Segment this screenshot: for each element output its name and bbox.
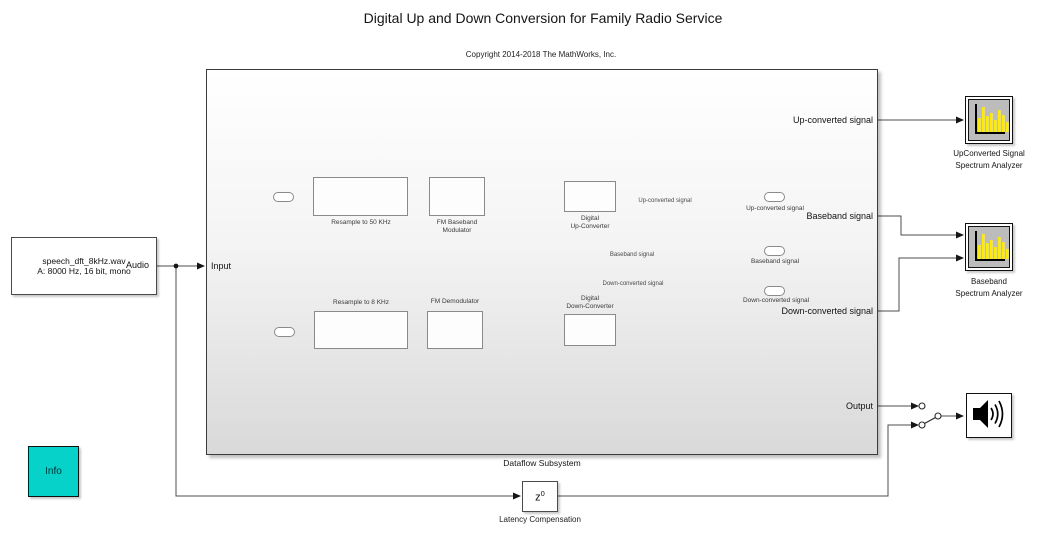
arrow-into-analyzer-bb-2 — [956, 254, 964, 262]
model-title: Digital Up and Down Conversion for Famil… — [363, 10, 723, 26]
info-block[interactable]: Info — [28, 446, 79, 497]
duc-label-line1: Digital — [580, 215, 600, 222]
subsystem-port-output: Output — [845, 401, 873, 411]
outport-oval-down[interactable] — [764, 286, 785, 296]
spectrum-axis-y — [975, 104, 977, 134]
audio-file-format: A: 8000 Hz, 16 bit, mono — [37, 266, 131, 276]
baseband-spectrum-analyzer-block[interactable] — [965, 223, 1013, 271]
audio-file-name: speech_dft_8kHz.wav — [42, 256, 126, 266]
ddc-label-line2: Down-Converter — [566, 303, 614, 310]
arrow-into-switch-bottom — [911, 421, 919, 429]
fm-modulator-label-line1: FM Baseband — [436, 219, 478, 226]
z-symbol: z0 — [535, 489, 545, 504]
digital-up-converter-block[interactable] — [564, 181, 616, 212]
latency-compensation-block[interactable]: z0 — [522, 481, 558, 512]
ddc-label: Digital Down-Converter — [566, 295, 613, 311]
wire-down-converted-ext[interactable] — [878, 257, 956, 312]
wire-label-baseband: Baseband signal — [609, 252, 655, 258]
duc-label: Digital Up-Converter — [570, 215, 609, 231]
junction-dot — [173, 263, 179, 269]
resample-8khz-block[interactable] — [314, 311, 408, 349]
baseband-analyzer-label-line2: Spectrum Analyzer — [955, 289, 1023, 298]
outport-oval-baseband[interactable] — [764, 246, 785, 256]
subsystem-port-input: Input — [211, 261, 232, 271]
digital-down-converter-block[interactable] — [564, 314, 616, 346]
dataflow-subsystem-block[interactable]: Input Up-converted signal Baseband signa… — [206, 69, 878, 455]
duc-label-line2: Up-Converter — [570, 223, 610, 230]
fm-demodulator-block[interactable] — [427, 311, 483, 349]
upconverted-spectrum-analyzer-block[interactable] — [965, 96, 1013, 144]
outport-label-baseband: Baseband signal — [750, 258, 800, 265]
audio-device-writer-block[interactable] — [966, 393, 1012, 438]
baseband-analyzer-label: Baseband Spectrum Analyzer — [955, 276, 1022, 300]
spectrum-icon-bars — [978, 107, 1009, 132]
switch-input-top[interactable] — [918, 402, 926, 410]
arrow-into-analyzer-bb-1 — [956, 231, 964, 239]
latency-compensation-label: Latency Compensation — [499, 515, 581, 524]
wire-latency-out[interactable] — [558, 424, 911, 497]
fm-demodulator-label: FM Demodulator — [430, 298, 480, 305]
fm-modulator-label-line2: Modulator — [442, 227, 472, 234]
wire-label-down: Down-converted signal — [602, 281, 664, 287]
arrow-into-speaker — [956, 412, 964, 420]
wire-audio-branch[interactable] — [175, 266, 513, 497]
subsystem-name: Dataflow Subsystem — [503, 458, 581, 468]
outport-label-down: Down-converted signal — [742, 297, 810, 304]
subsystem-port-up: Up-converted signal — [792, 115, 873, 125]
ddc-label-line1: Digital — [580, 295, 600, 302]
spectrum-axis-y — [975, 231, 977, 261]
switch-output[interactable] — [934, 412, 942, 420]
spectrum-icon-bars — [978, 234, 1009, 259]
outport-label-up: Up-converted signal — [746, 205, 804, 212]
inport-oval[interactable] — [273, 192, 294, 202]
audio-signal-label: Audio — [126, 260, 150, 270]
spectrum-bars-icon — [968, 99, 1010, 141]
audio-source-block[interactable]: speech_dft_8kHz.wav A: 8000 Hz, 16 bit, … — [11, 237, 157, 295]
spectrum-bars-icon — [968, 226, 1010, 268]
subsystem-port-baseband: Baseband signal — [806, 211, 873, 221]
resample-8khz-label: Resample to 8 KHz — [333, 299, 389, 306]
wire-label-up: Up-converted signal — [638, 198, 692, 204]
manual-switch[interactable] — [918, 402, 942, 429]
info-label: Info — [45, 466, 62, 477]
fm-baseband-modulator-block[interactable] — [429, 177, 485, 216]
fm-modulator-label: FM Baseband Modulator — [437, 219, 477, 235]
switch-lever[interactable] — [924, 416, 936, 425]
resample-50khz-label: Resample to 50 KHz — [331, 219, 391, 226]
upconverted-analyzer-label-line2: Spectrum Analyzer — [955, 161, 1023, 170]
spectrum-axis-x — [975, 259, 1005, 261]
wire-baseband-ext[interactable] — [878, 215, 956, 236]
arrow-into-analyzer-up — [956, 116, 964, 124]
copyright-note: Copyright 2014-2018 The MathWorks, Inc. — [465, 50, 617, 59]
baseband-analyzer-label-line1: Baseband — [970, 277, 1008, 286]
outport-oval-audio[interactable] — [274, 327, 295, 337]
outport-oval-up[interactable] — [764, 192, 785, 202]
arrow-into-switch-top — [911, 402, 919, 410]
speaker-icon — [973, 400, 1004, 428]
arrow-into-latency — [513, 492, 521, 500]
switch-input-bottom[interactable] — [918, 421, 926, 429]
subsystem-port-down: Down-converted signal — [781, 306, 873, 316]
upconverted-analyzer-label-line1: UpConverted Signal — [953, 149, 1025, 158]
resample-50khz-block[interactable] — [313, 177, 408, 216]
spectrum-axis-x — [975, 132, 1005, 134]
upconverted-analyzer-label: UpConverted Signal Spectrum Analyzer — [953, 148, 1025, 172]
arrow-into-input — [197, 262, 205, 270]
